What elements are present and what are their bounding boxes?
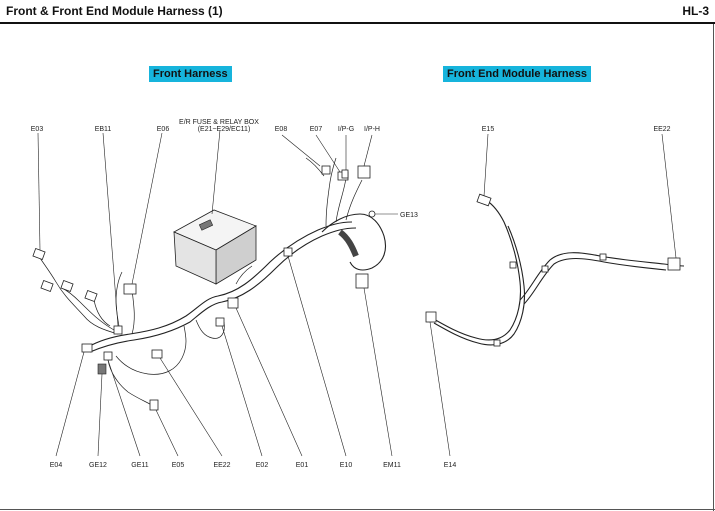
- ge11-loop: [107, 359, 157, 409]
- connector-ip-h: [357, 165, 371, 179]
- label-e07: E07: [310, 126, 323, 133]
- leader-e10: [287, 255, 347, 457]
- relay-box-range: (E21~E29/EC11): [198, 126, 251, 133]
- ge11-loop-2: [115, 325, 187, 375]
- relay-box-label-plate: [198, 219, 214, 231]
- e03-branch-c: [93, 299, 111, 327]
- e10-loop: [321, 213, 387, 271]
- leader-e04: [55, 351, 85, 457]
- corrugated-tube: [338, 229, 359, 258]
- connector-ee22-fem: [667, 257, 681, 271]
- connector-e03-d: [84, 290, 98, 302]
- fem-harness-trunk-2: [433, 225, 526, 346]
- leader-e02: [221, 325, 263, 457]
- leader-eb11: [102, 132, 119, 327]
- connector-e06: [123, 283, 137, 295]
- label-e03: E03: [31, 126, 44, 133]
- leader-e03: [37, 132, 41, 251]
- e03-branch-b: [61, 287, 115, 331]
- clip-fem-1: [541, 265, 549, 273]
- leader-ee22-fem: [661, 133, 677, 259]
- leader-e06: [131, 132, 163, 285]
- connector-e14: [425, 311, 437, 323]
- label-eb11: EB11: [95, 126, 112, 133]
- label-ge13: GE13: [400, 212, 418, 219]
- leader-e05: [155, 409, 179, 457]
- front-harness-trunk-2: [89, 227, 357, 353]
- clip-fem-4: [493, 339, 501, 347]
- label-em11: EM11: [383, 462, 401, 469]
- label-ge11: GE11: [131, 462, 148, 469]
- front-harness-label: Front Harness: [149, 66, 232, 82]
- connector-eb11: [113, 325, 123, 335]
- fem-harness-right-2: [523, 257, 667, 305]
- eb11-branch: [115, 271, 123, 333]
- label-e02: E02: [256, 462, 269, 469]
- page-title: Front & Front End Module Harness (1): [6, 4, 223, 18]
- relay-box: [173, 209, 257, 285]
- relay-branch: [235, 265, 253, 285]
- label-e05: E05: [172, 462, 185, 469]
- frame-line-right: [713, 24, 714, 511]
- leader-e15: [483, 133, 489, 197]
- label-ge12: GE12: [89, 462, 107, 469]
- relay-box-front: [173, 231, 217, 285]
- connector-e08: [321, 165, 331, 175]
- connector-e03-b: [40, 280, 54, 292]
- front-harness-trunk: [87, 221, 353, 348]
- label-e14: E14: [444, 462, 457, 469]
- clip-fem-2: [599, 253, 607, 261]
- leader-ge12: [97, 373, 103, 457]
- upper-branch-3: [345, 179, 363, 221]
- front-end-module-harness-label: Front End Module Harness: [443, 66, 591, 82]
- leader-relay: [211, 129, 221, 215]
- upper-branch-2: [335, 177, 347, 223]
- connector-e03-c: [60, 280, 74, 292]
- fem-harness-trunk: [431, 199, 522, 341]
- connector-e10: [283, 247, 293, 257]
- label-e04: E04: [50, 462, 63, 469]
- connector-ge11: [103, 351, 113, 361]
- connector-e02: [215, 317, 225, 327]
- header-rule: [0, 22, 715, 24]
- label-e06: E06: [157, 126, 170, 133]
- relay-box-title: E/R FUSE & RELAY BOX: [179, 119, 259, 126]
- label-ee22-bottom: EE22: [213, 462, 230, 469]
- connector-e01: [227, 297, 239, 309]
- connector-e15: [476, 193, 492, 207]
- label-e08: E08: [275, 126, 288, 133]
- label-e10: E10: [340, 462, 353, 469]
- connector-e05: [149, 399, 159, 411]
- connector-ee22-front: [151, 349, 163, 359]
- leader-ee22-front: [159, 357, 223, 457]
- leader-e01: [235, 307, 303, 457]
- connector-em11: [355, 273, 369, 289]
- e08-branch: [305, 157, 325, 177]
- page-header: Front & Front End Module Harness (1) HL-…: [0, 0, 715, 24]
- leader-ge11: [107, 359, 141, 457]
- label-ee22-top: EE22: [653, 126, 670, 133]
- connector-e03-a: [32, 248, 46, 260]
- frame-line-bottom: [0, 509, 715, 510]
- leader-e14: [429, 321, 451, 457]
- e03-branch: [39, 257, 119, 335]
- leader-em11: [363, 287, 393, 457]
- leader-e07: [315, 134, 341, 173]
- connector-ip-g: [341, 169, 349, 179]
- connector-ge12: [97, 363, 107, 375]
- harness-diagram: E/R FUSE & RELAY BOX (E21~E29/EC11) E03 …: [31, 119, 685, 469]
- clip-fem-3: [509, 261, 517, 269]
- label-e15: E15: [482, 126, 495, 133]
- leader-ip-h: [363, 134, 373, 167]
- leader-e08: [281, 134, 321, 167]
- e06-branch: [131, 289, 135, 335]
- label-ip-h: I/P-H: [364, 126, 380, 133]
- label-e01: E01: [296, 462, 309, 469]
- connector-e04: [81, 343, 93, 353]
- ground-ge13: [368, 210, 376, 218]
- page-code: HL-3: [682, 4, 709, 18]
- label-ip-g: I/P-G: [338, 126, 354, 133]
